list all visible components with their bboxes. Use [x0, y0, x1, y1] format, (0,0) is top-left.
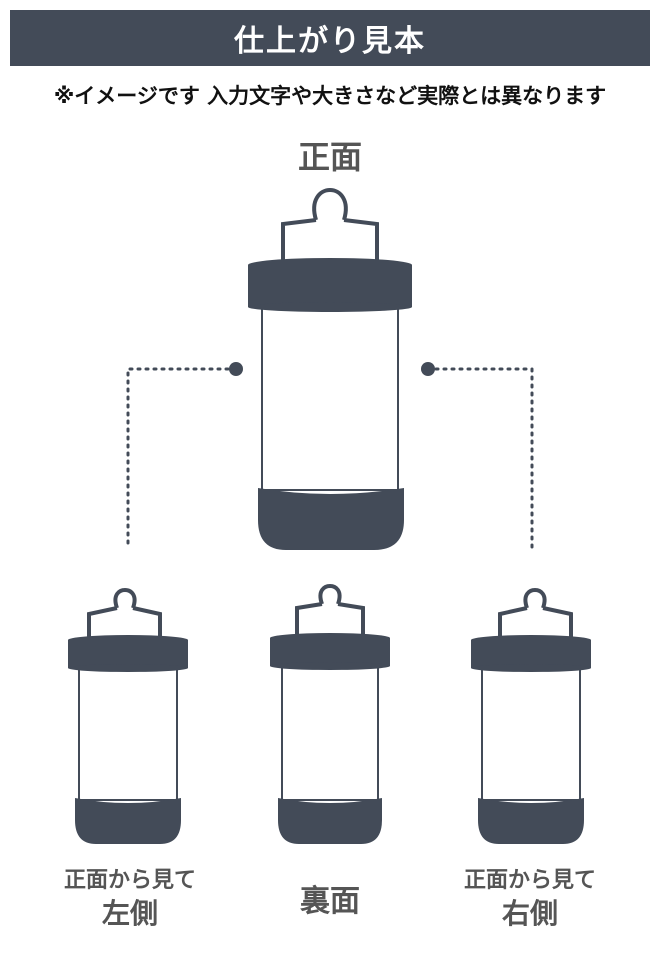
left-view-lantern-icon	[68, 587, 188, 844]
header-bar: 仕上がり見本	[10, 10, 650, 66]
right-view-label: 正面から見て 右側	[430, 866, 630, 932]
right-view-lantern-icon	[471, 587, 591, 844]
back-view-lantern-icon	[270, 583, 390, 844]
left-view-label: 正面から見て 左側	[30, 866, 230, 932]
right-view-label-line1: 正面から見て	[463, 868, 596, 893]
disclaimer-note: ※イメージです 入力文字や大きさなど実際とは異なります	[53, 84, 607, 108]
left-view-label-line2: 左側	[101, 897, 158, 930]
header-title: 仕上がり見本	[234, 24, 426, 59]
left-view-label-line1: 正面から見て	[63, 868, 196, 893]
front-lantern-icon	[248, 187, 412, 550]
back-view-label: 裏面	[300, 884, 360, 919]
front-view-label: 正面	[297, 138, 362, 176]
right-view-label-line2: 右側	[501, 897, 558, 930]
connector-lines	[126, 362, 534, 550]
